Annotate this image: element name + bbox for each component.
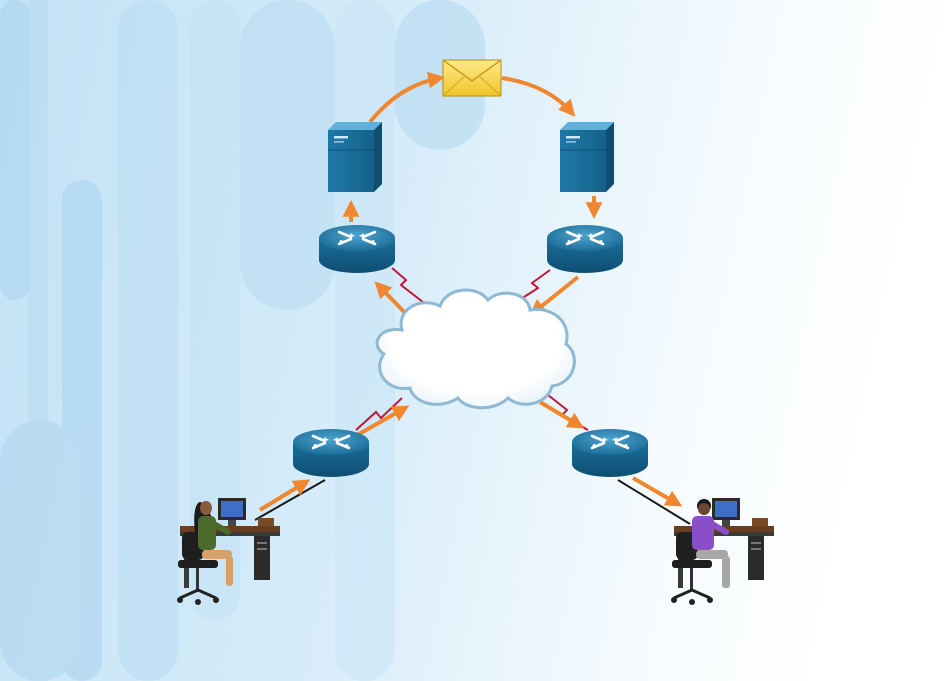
router-top-left-icon	[317, 223, 397, 275]
flow-arrow-router-to-user-right	[631, 476, 683, 507]
ethernet-link-right	[617, 479, 691, 525]
flow-arrow-server-to-envelope	[368, 71, 445, 124]
flow-arrow-user-to-router-left	[258, 479, 311, 512]
serial-link-top-left	[391, 267, 429, 307]
server-left-icon	[327, 121, 383, 193]
router-bottom-left-icon	[291, 427, 371, 479]
flow-arrow-envelope-to-server	[501, 76, 576, 117]
server-right-icon	[559, 121, 615, 193]
ethernet-link-left	[254, 479, 326, 521]
router-bottom-right-icon	[570, 427, 650, 479]
flow-arrow-router-bottom-left-to-cloud	[351, 405, 410, 440]
router-top-right-icon	[545, 223, 625, 275]
email-envelope-icon	[442, 59, 502, 97]
flow-arrow-cloud-to-router-bottom-right	[538, 400, 585, 429]
user-right-workstation-icon	[671, 498, 774, 605]
flow-arrow-router-top-right-to-cloud	[529, 275, 580, 317]
user-left-workstation-icon	[177, 498, 280, 605]
cloud-icon	[375, 288, 576, 410]
